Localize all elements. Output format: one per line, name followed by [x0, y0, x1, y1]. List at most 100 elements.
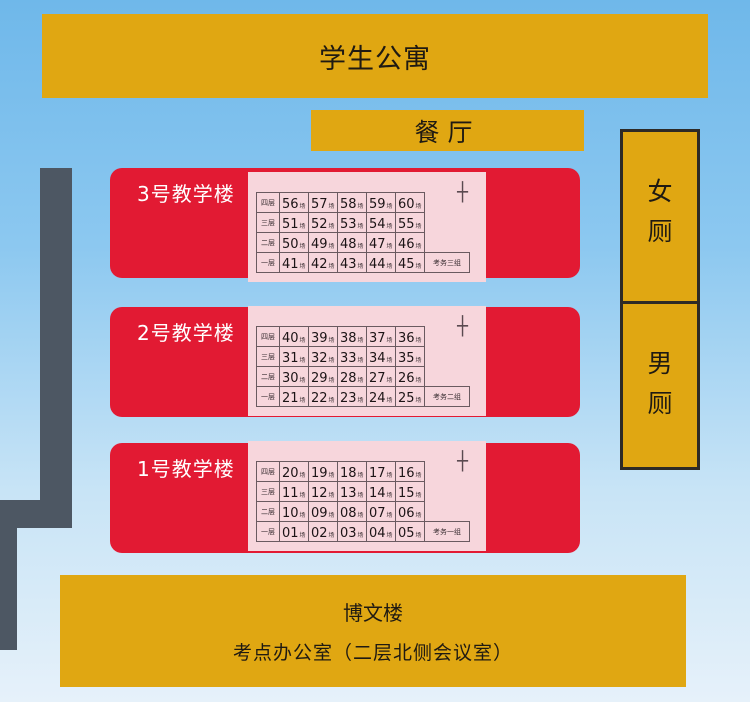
floor-label: 三层: [256, 481, 280, 502]
floor-label: 二层: [256, 232, 280, 253]
room-number: 57: [311, 197, 328, 212]
restroom-block: 女 厕 男 厕: [620, 129, 700, 470]
room-unit: 场: [357, 512, 364, 519]
room-number: 04: [369, 526, 386, 541]
room-unit: 场: [415, 377, 422, 384]
exam-room-cell: 40场: [279, 326, 309, 347]
male-restroom-label: 男 厕: [647, 349, 673, 418]
room-number: 05: [398, 526, 415, 541]
bowen-building-name: 博文楼: [343, 601, 403, 625]
room-unit: 场: [328, 377, 335, 384]
exam-room-cell: 34场: [366, 346, 396, 367]
room-unit: 场: [415, 512, 422, 519]
room-number: 58: [340, 197, 357, 212]
room-number: 26: [398, 371, 415, 386]
room-unit: 场: [299, 492, 306, 499]
room-number: 25: [398, 391, 415, 406]
room-number: 13: [340, 486, 357, 501]
room-number: 01: [282, 526, 299, 541]
room-number: 34: [369, 351, 386, 366]
room-unit: 场: [357, 492, 364, 499]
room-unit: 场: [357, 472, 364, 479]
exam-room-cell: 24场: [366, 386, 396, 407]
exam-room-cell: 09场: [308, 501, 338, 522]
room-number: 45: [398, 257, 415, 272]
room-unit: 场: [357, 337, 364, 344]
room-number: 23: [340, 391, 357, 406]
room-number: 02: [311, 526, 328, 541]
compass-cross-icon: ┼: [457, 451, 468, 472]
room-number: 35: [398, 351, 415, 366]
exam-office-label: 考点办公室（二层北侧会议室）: [232, 642, 513, 664]
exam-room-cell: 31场: [279, 346, 309, 367]
exam-room-cell: 46场: [395, 232, 425, 253]
bowen-building: 博文楼 考点办公室（二层北侧会议室）: [60, 575, 686, 687]
exam-room-cell: 55场: [395, 212, 425, 233]
room-unit: 场: [328, 492, 335, 499]
room-unit: 场: [386, 492, 393, 499]
exam-room-cell: 14场: [366, 481, 396, 502]
exam-room-cell: 38场: [337, 326, 367, 347]
exam-room-cell: 59场: [366, 192, 396, 213]
room-unit: 场: [415, 223, 422, 230]
room-number: 38: [340, 331, 357, 346]
room-number: 37: [369, 331, 386, 346]
room-unit: 场: [415, 357, 422, 364]
room-number: 53: [340, 217, 357, 232]
building-name: 2号教学楼: [137, 321, 235, 345]
room-unit: 场: [299, 223, 306, 230]
room-unit: 场: [299, 243, 306, 250]
room-number: 43: [340, 257, 357, 272]
room-number: 22: [311, 391, 328, 406]
exam-room-cell: 10场: [279, 501, 309, 522]
room-number: 29: [311, 371, 328, 386]
floor-label: 三层: [256, 346, 280, 367]
room-number: 27: [369, 371, 386, 386]
exam-room-cell: 21场: [279, 386, 309, 407]
room-number: 44: [369, 257, 386, 272]
exam-room-cell: 15场: [395, 481, 425, 502]
room-unit: 场: [386, 243, 393, 250]
exam-room-cell: 48场: [337, 232, 367, 253]
dormitory-label: 学生公寓: [319, 43, 431, 75]
exam-room-cell: 01场: [279, 521, 309, 542]
room-number: 41: [282, 257, 299, 272]
compass-cross-icon: ┼: [457, 316, 468, 337]
exam-room-cell: 05场: [395, 521, 425, 542]
canteen-block: 餐厅: [311, 110, 584, 151]
room-number: 47: [369, 237, 386, 252]
room-number: 28: [340, 371, 357, 386]
room-number: 60: [398, 197, 415, 212]
dormitory-block: 学生公寓: [42, 14, 708, 98]
room-number: 49: [311, 237, 328, 252]
room-unit: 场: [386, 377, 393, 384]
exam-room-cell: 36场: [395, 326, 425, 347]
exam-room-cell: 23场: [337, 386, 367, 407]
room-unit: 场: [386, 357, 393, 364]
room-number: 36: [398, 331, 415, 346]
exam-room-cell: 16场: [395, 461, 425, 482]
building-name: 3号教学楼: [137, 182, 235, 206]
room-unit: 场: [386, 337, 393, 344]
room-unit: 场: [415, 337, 422, 344]
room-number: 32: [311, 351, 328, 366]
room-unit: 场: [328, 357, 335, 364]
room-number: 24: [369, 391, 386, 406]
room-unit: 场: [357, 203, 364, 210]
room-unit: 场: [328, 472, 335, 479]
room-unit: 场: [328, 263, 335, 270]
room-number: 40: [282, 331, 299, 346]
exam-room-cell: 44场: [366, 252, 396, 273]
path-left: [0, 500, 17, 650]
room-number: 18: [340, 466, 357, 481]
